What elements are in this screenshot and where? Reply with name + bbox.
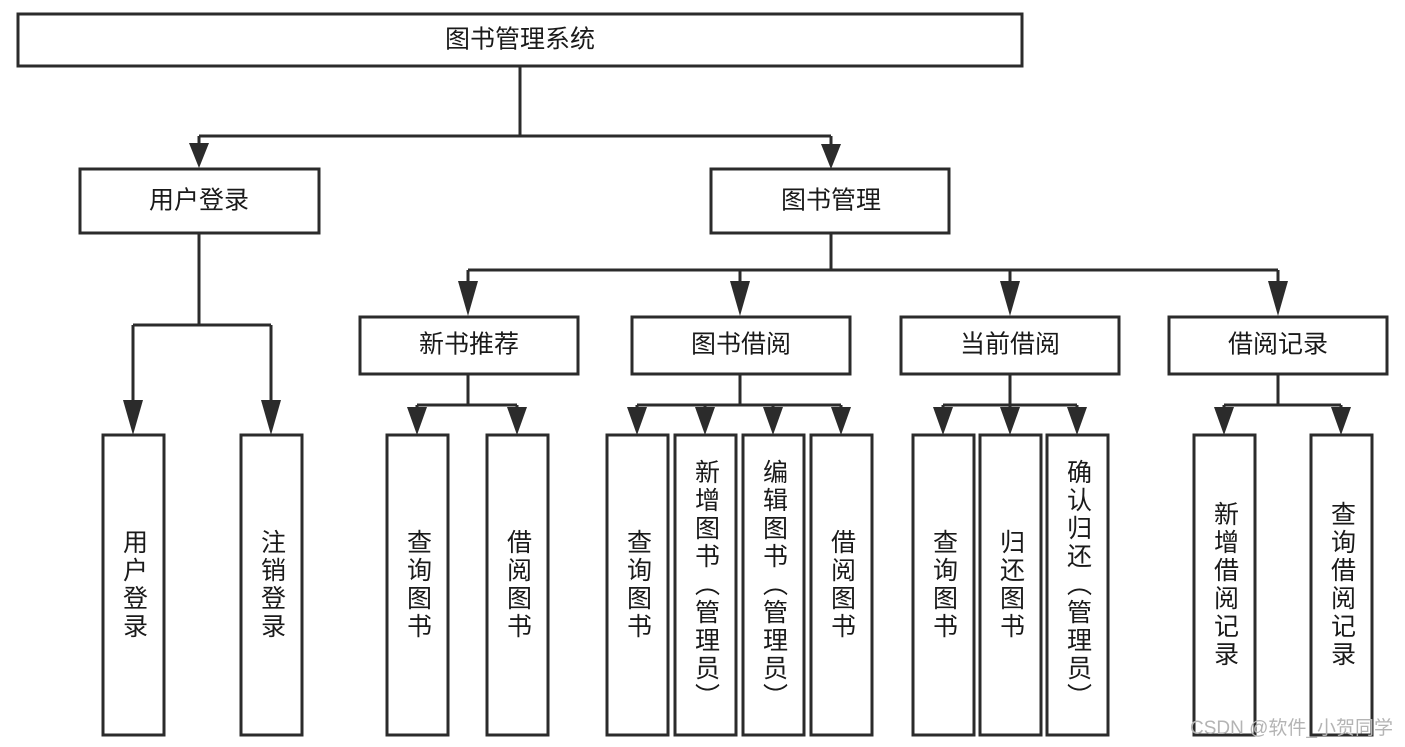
arrow-to-leaf-add-book — [695, 407, 715, 435]
leafbox-edit-book[interactable] — [741, 433, 806, 737]
watermark: CSDN @软件_小贺同学 — [1190, 718, 1393, 739]
arrow-to-leaf-query-book-3 — [933, 407, 953, 435]
connector-root-to-level2 — [197, 66, 833, 149]
leafbox-borrow-book-2[interactable] — [809, 433, 874, 737]
connector-book-manage-to-level3 — [466, 233, 1280, 285]
connector-book-borrow-to-leaves — [635, 374, 843, 412]
arrow-to-leaf-query-book-2 — [627, 407, 647, 435]
node-user-login-label: 用户登录 — [149, 187, 249, 215]
connector-borrow-record-to-leaves — [1222, 374, 1343, 412]
leafbox-borrow-book-1[interactable] — [485, 433, 550, 737]
leafbox-query-book-2[interactable] — [605, 433, 670, 737]
arrow-to-new-book-recommend — [458, 281, 478, 316]
node-current-borrow[interactable] — [899, 315, 1121, 376]
leafbox-query-book-1[interactable] — [385, 433, 450, 737]
node-current-borrow-label: 当前借阅 — [960, 331, 1060, 359]
connector-user-login-to-leaves — [131, 233, 273, 403]
leafbox-return-book[interactable] — [978, 433, 1043, 737]
arrow-to-leaf-borrow-book-1 — [507, 407, 527, 435]
node-root[interactable] — [16, 12, 1024, 68]
node-borrow-record[interactable] — [1167, 315, 1389, 376]
node-root-label: 图书管理系统 — [445, 26, 595, 54]
connector-current-borrow-to-leaves — [941, 374, 1079, 412]
node-new-book-recommend[interactable] — [358, 315, 580, 376]
arrow-to-book-manage — [821, 144, 841, 169]
arrow-to-leaf-add-record — [1214, 407, 1234, 435]
leafbox-logout[interactable] — [239, 433, 304, 737]
connector-new-book-recommend-to-leaves — [415, 374, 519, 412]
node-user-login[interactable] — [78, 167, 321, 235]
leafbox-add-book[interactable] — [673, 433, 738, 737]
arrow-to-book-borrow — [730, 281, 750, 316]
node-new-book-recommend-label: 新书推荐 — [419, 331, 519, 359]
node-book-manage[interactable] — [709, 167, 951, 235]
arrow-to-leaf-confirm-return — [1067, 407, 1087, 435]
arrow-to-borrow-record — [1268, 281, 1288, 316]
leafbox-confirm-return[interactable] — [1045, 433, 1110, 737]
arrow-to-user-login — [189, 143, 209, 168]
arrow-to-leaf-borrow-book-2 — [831, 407, 851, 435]
arrow-to-leaf-query-book-1 — [407, 407, 427, 435]
node-book-borrow[interactable] — [630, 315, 852, 376]
node-book-borrow-label: 图书借阅 — [691, 331, 791, 359]
arrow-to-leaf-query-record — [1331, 407, 1351, 435]
arrow-to-current-borrow — [1000, 281, 1020, 316]
arrow-to-leaf-user-login — [123, 400, 143, 435]
arrow-to-leaf-edit-book — [763, 407, 783, 435]
leafbox-query-book-3[interactable] — [911, 433, 976, 737]
node-book-manage-label: 图书管理 — [781, 187, 881, 215]
arrow-to-leaf-logout — [261, 400, 281, 435]
leafbox-user-login[interactable] — [101, 433, 166, 737]
arrow-to-leaf-return-book — [1000, 407, 1020, 435]
node-borrow-record-label: 借阅记录 — [1228, 331, 1328, 359]
leafbox-query-record[interactable] — [1309, 433, 1374, 737]
leafbox-add-record[interactable] — [1192, 433, 1257, 737]
